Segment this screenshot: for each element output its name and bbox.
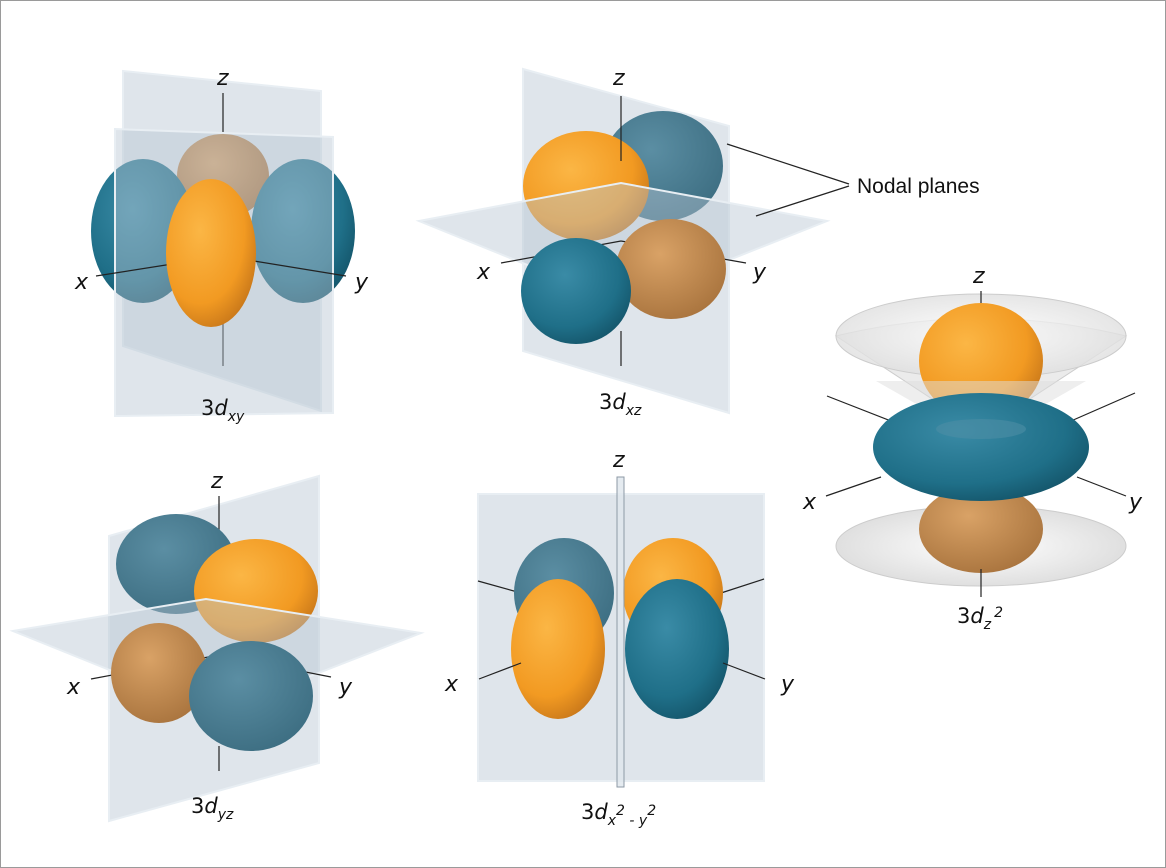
orbital-lobe-positive	[616, 219, 726, 319]
orbital-3dyz: z x y 3dyz	[9, 469, 425, 823]
x-axis	[478, 662, 522, 680]
x-axis-label: x	[66, 675, 81, 700]
orbital-3dxz: z x y 3dxz	[415, 66, 831, 419]
y-axis-label: y	[780, 672, 795, 697]
orbital-lobe-positive	[194, 539, 318, 643]
orbital-lobe-negative	[521, 238, 631, 344]
y-axis	[1076, 476, 1127, 497]
z-axis-label: z	[612, 448, 625, 473]
nodal-planes-label: Nodal planes	[857, 175, 980, 198]
x-axis-back	[477, 580, 522, 594]
leader-line	[755, 185, 850, 217]
y-axis-label: y	[354, 270, 369, 295]
torus-hole	[936, 419, 1026, 439]
orbital-3dz2: z x y 3dz2	[802, 264, 1143, 633]
x-axis-label: x	[802, 490, 817, 515]
z-axis-label: z	[216, 66, 229, 91]
y-axis-label: y	[338, 675, 353, 700]
y-axis	[722, 662, 766, 680]
orbital-torus-negative	[873, 393, 1089, 501]
orbital-3dxy: z x y 3dxy	[74, 66, 369, 425]
x-axis-back	[826, 395, 892, 422]
y-axis-back	[720, 578, 765, 594]
z-axis-label: z	[210, 469, 223, 494]
orbital-label: 3dx2 - y2	[581, 800, 656, 829]
nodal-plane-edge	[616, 476, 625, 788]
y-axis-back	[1070, 392, 1136, 422]
orbital-label: 3dyz	[191, 794, 234, 823]
orbital-lobe-positive	[523, 131, 649, 241]
x-axis-label: x	[444, 672, 459, 697]
z-axis-label: z	[612, 66, 625, 91]
x-axis-label: x	[476, 260, 491, 285]
y-axis-label: y	[1128, 490, 1143, 515]
orbital-lobe-positive	[111, 623, 207, 723]
leader-line	[726, 143, 850, 185]
orbital-lobe-negative	[251, 159, 355, 303]
z-axis-label: z	[972, 264, 985, 289]
orbital-lobe-positive	[919, 485, 1043, 573]
orbital-label: 3dxy	[201, 396, 245, 425]
orbital-3dx2y2: z x y 3dx2 - y2	[444, 448, 795, 829]
y-axis-label: y	[752, 260, 767, 285]
orbital-lobe-positive	[511, 579, 605, 719]
orbital-label: 3dz2	[957, 604, 1003, 633]
x-axis-label: x	[74, 270, 89, 295]
orbital-lobe-negative	[189, 641, 313, 751]
orbital-lobe-positive	[166, 179, 256, 327]
orbital-label: 3dxz	[599, 390, 642, 419]
x-axis	[825, 476, 882, 497]
orbital-lobe-negative	[625, 579, 729, 719]
nodal-planes-annotation: Nodal planes	[726, 143, 980, 217]
